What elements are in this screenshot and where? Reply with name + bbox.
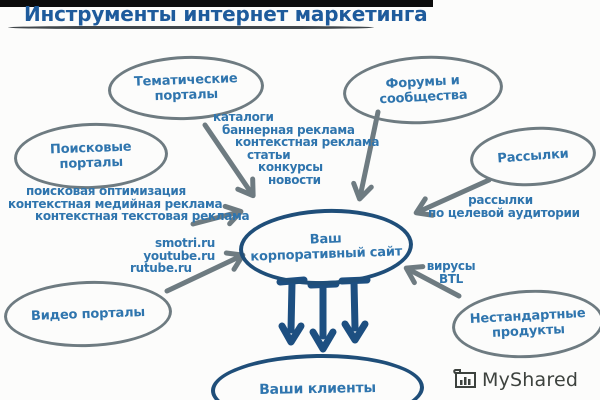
node-mailings: Рассылки bbox=[468, 122, 598, 191]
node-clients-label: Ваши клиенты bbox=[258, 379, 377, 398]
search-tools-item: поисковая оптимизация bbox=[26, 184, 186, 198]
video-sites-item: youtube.ru bbox=[143, 248, 215, 263]
video-sites-list: smotri.ru youtube.ru rutube.ru bbox=[130, 237, 215, 275]
search-tools-list: поисковая оптимизация контекстная медийн… bbox=[8, 184, 250, 223]
site-tools-item: баннерная реклама bbox=[222, 122, 355, 137]
node-nonstandard-products-label: Нестандартные продукты bbox=[469, 305, 586, 341]
arrow-site-to-clients-right bbox=[338, 276, 371, 344]
site-tools-item: новости bbox=[268, 172, 321, 187]
mailing-note-line: по целевой аудитории bbox=[428, 205, 580, 220]
site-tools-item: конкурсы bbox=[258, 160, 323, 174]
arrow-site-to-clients-middle bbox=[307, 280, 340, 353]
node-search-portals-label: Поисковые порталы bbox=[49, 139, 132, 173]
node-corporate-site: Ваш корпоративный сайт bbox=[237, 205, 415, 289]
site-tools-item: каталоги bbox=[213, 110, 274, 124]
top-black-bar bbox=[0, 0, 433, 7]
node-corporate-site-label: Ваш корпоративный сайт bbox=[250, 231, 403, 265]
site-tools-list: каталоги баннерная реклама контекстная р… bbox=[213, 110, 380, 187]
site-tools-item: контекстная реклама bbox=[235, 135, 380, 149]
node-video-portals: Видео порталы bbox=[2, 278, 174, 350]
site-tools-item: статьи bbox=[247, 147, 291, 162]
video-sites-item: smotri.ru bbox=[155, 236, 215, 250]
node-forums-communities-label: Форумы и сообщества bbox=[379, 73, 468, 108]
page-title: Инструменты интернет маркетинга bbox=[24, 2, 428, 26]
arrow-site-to-clients-left bbox=[276, 276, 308, 346]
node-clients: Ваши клиенты bbox=[210, 352, 425, 400]
node-thematic-portals-label: Тематические порталы bbox=[133, 71, 238, 105]
video-sites-item: rutube.ru bbox=[130, 261, 192, 275]
myshared-watermark: MyShared bbox=[452, 367, 578, 393]
title-underline bbox=[8, 26, 374, 29]
viral-note-line: BTL bbox=[438, 271, 464, 286]
mailing-note: рассылки по целевой аудитории bbox=[428, 193, 580, 220]
mailing-note-line: рассылки bbox=[468, 193, 533, 207]
viral-note: вирусы BTL bbox=[421, 260, 481, 285]
viral-note-line: вирусы bbox=[426, 259, 476, 273]
node-search-portals: Поисковые порталы bbox=[12, 120, 170, 192]
node-nonstandard-products: Нестандартные продукты bbox=[450, 286, 600, 362]
myshared-watermark-text: MyShared bbox=[482, 369, 579, 391]
search-tools-item: контекстная текстовая реклама bbox=[35, 209, 250, 223]
myshared-logo-icon bbox=[453, 369, 476, 388]
node-mailings-label: Рассылки bbox=[496, 146, 570, 167]
node-video-portals-label: Видео порталы bbox=[30, 304, 146, 324]
search-tools-item: контекстная медийная реклама bbox=[8, 196, 223, 211]
